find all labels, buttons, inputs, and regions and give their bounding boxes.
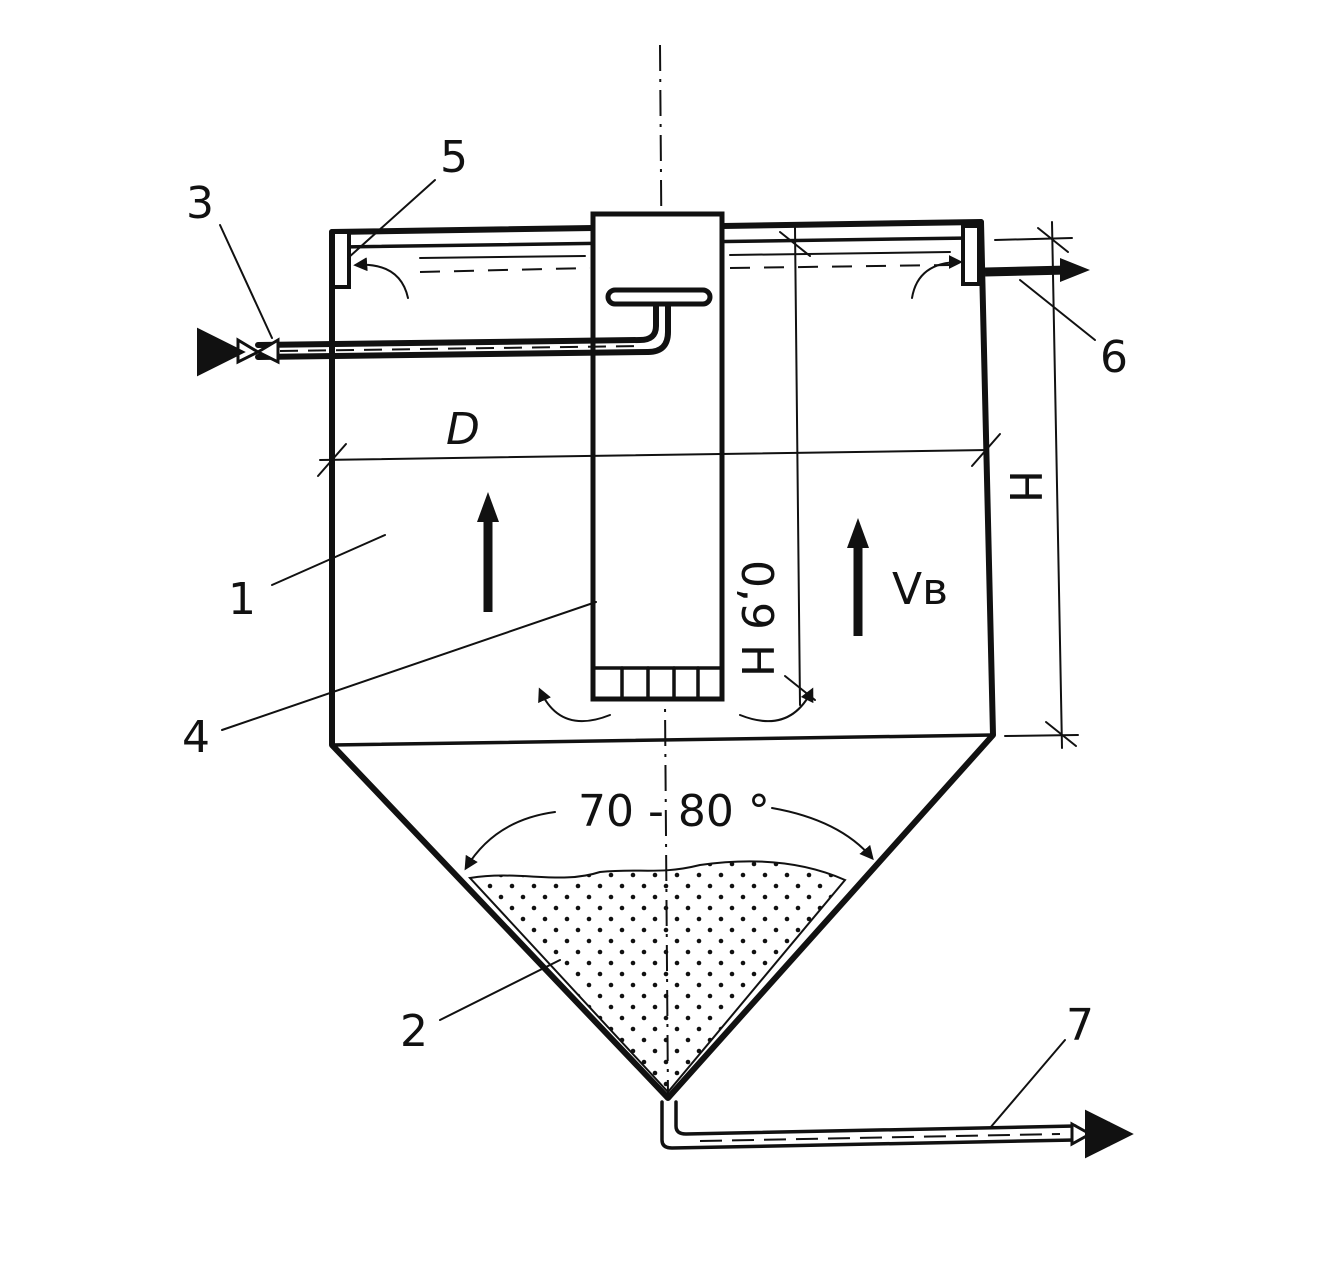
distributor — [605, 287, 713, 307]
flow-arrowhead-left — [477, 492, 499, 522]
water-surface-right — [729, 251, 951, 256]
outlet-arrowhead — [1060, 258, 1090, 282]
diameter-line — [319, 449, 989, 461]
water-surface-left — [419, 255, 586, 259]
inlet-pipe — [255, 303, 659, 348]
label-6: 6 — [1100, 332, 1128, 383]
diameter-tick-right — [971, 433, 1001, 467]
angle-arc-right — [771, 807, 874, 861]
dim-h-ext-top — [994, 237, 1073, 241]
label-diameter: D — [446, 404, 480, 455]
weir-right — [961, 224, 981, 286]
leader-5 — [347, 179, 436, 259]
water-level-right — [729, 264, 951, 269]
inlet-pipe-lower — [255, 303, 671, 360]
curl-arrow-weir-right — [911, 255, 963, 299]
label-5: 5 — [440, 132, 468, 183]
sludge-pipe-upper — [674, 1100, 1077, 1136]
dim-09h-tick-top — [779, 231, 811, 257]
leader-4 — [221, 601, 597, 731]
flow-arrowhead-right — [847, 518, 869, 548]
sludge-valve — [1070, 1121, 1110, 1147]
weir-left — [331, 230, 351, 289]
dim-h-ext-bottom — [1004, 734, 1079, 737]
label-velocity: Vв — [892, 564, 948, 615]
outlet-arrow — [984, 265, 1069, 277]
cylinder-cone-boundary — [330, 733, 995, 747]
leader-2 — [439, 959, 561, 1021]
leader-3 — [219, 224, 273, 339]
label-2: 2 — [400, 1006, 428, 1057]
leader-1 — [271, 534, 386, 586]
curl-arrow-left — [538, 687, 611, 723]
curl-arrow-weir-left — [353, 257, 409, 299]
leader-7 — [989, 1039, 1066, 1129]
label-pipe-height: 0,9 H — [731, 560, 782, 677]
dim-h-tick-bottom — [1045, 721, 1077, 747]
angle-arc-left — [464, 811, 556, 871]
diameter-tick-left — [317, 443, 347, 477]
inlet-flow-dash — [279, 345, 641, 352]
water-level-left — [419, 267, 591, 273]
tank-body — [329, 219, 996, 1101]
label-cone-angle: 70 - 80 ° — [578, 786, 770, 837]
dim-09h-line — [794, 227, 801, 706]
sludge-pipe — [660, 1100, 1077, 1150]
dim-h-line — [1051, 221, 1063, 749]
label-1: 1 — [228, 574, 256, 625]
dim-09h-tick-bottom — [784, 675, 816, 701]
dim-h-tick-top — [1037, 227, 1069, 253]
label-3: 3 — [186, 178, 214, 229]
leader-6 — [1019, 279, 1096, 341]
sludge-layer — [467, 860, 847, 1094]
sludge-flow-dash — [699, 1133, 1061, 1142]
curl-arrow-right — [739, 687, 814, 723]
label-4: 4 — [182, 712, 210, 763]
label-height: H — [999, 470, 1050, 503]
label-7: 7 — [1066, 1000, 1094, 1051]
